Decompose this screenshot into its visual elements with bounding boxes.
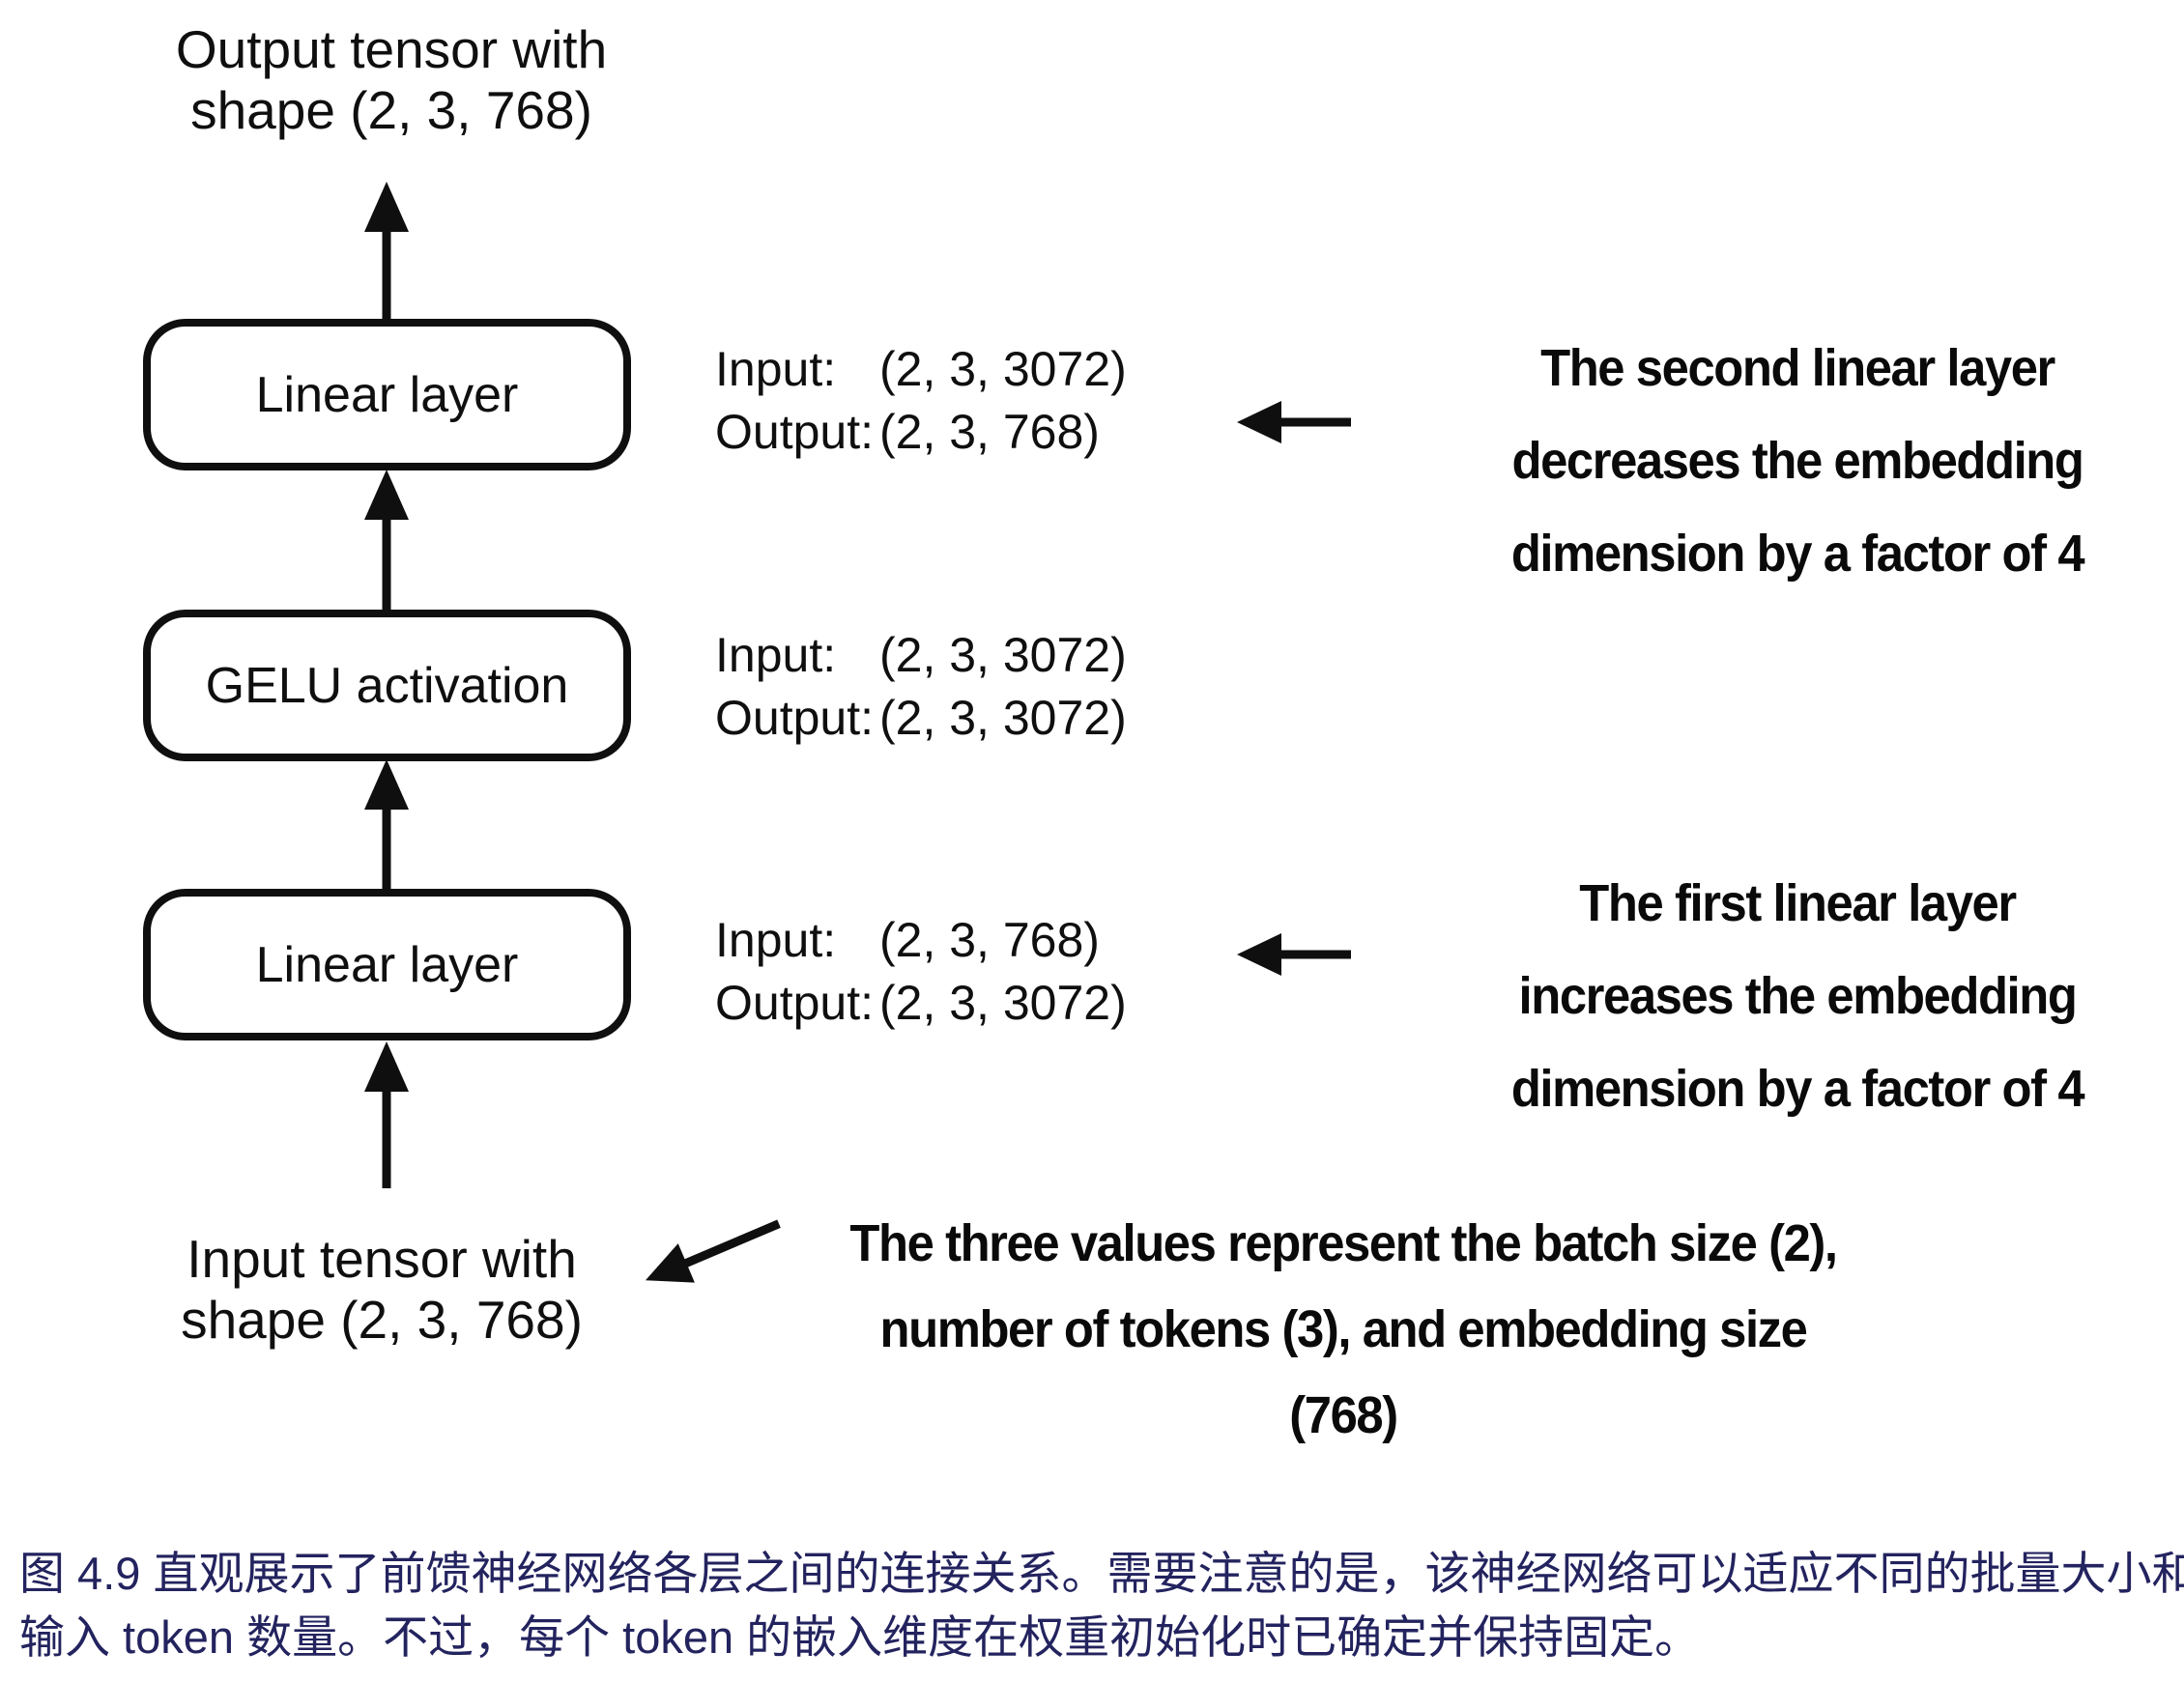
input-tensor-label-line2: shape (2, 3, 768) — [181, 1290, 583, 1350]
up-arrow-icon — [363, 470, 410, 610]
figure-caption-line2: 输入 token 数量。不过，每个 token 的嵌入维度在权重初始化时已确定并… — [19, 1611, 1701, 1663]
linear-layer-2-label: Linear layer — [255, 366, 519, 423]
figure-caption-line1: 图 4.9 直观展示了前馈神经网络各层之间的连接关系。需要注意的是，该神经网络可… — [19, 1548, 2184, 1599]
linear-layer-1-label: Linear layer — [255, 936, 519, 993]
annotation-line: The three values represent the batch siz… — [849, 1214, 1838, 1272]
io-input-label: Input: — [715, 628, 837, 682]
annotation-line: dimension by a factor of 4 — [1510, 1060, 2085, 1118]
annotation-line: decreases the embedding — [1511, 432, 2083, 490]
annotation-line: (768) — [1289, 1386, 1398, 1444]
left-arrow-icon — [1235, 399, 1353, 445]
annotation-line: The first linear layer — [1579, 874, 2017, 932]
left-arrow-icon — [1235, 931, 1353, 978]
up-arrow-icon — [363, 182, 410, 319]
io-row-input: Input: (2, 3, 3072) — [715, 338, 1127, 401]
io-output-value: (2, 3, 768) — [879, 405, 1100, 459]
gelu-activation-box: GELU activation — [143, 610, 631, 761]
annotation-tensor-shape-values: The three values represent the batch siz… — [839, 1201, 1847, 1459]
diagonal-left-arrow-icon — [638, 1219, 787, 1283]
io-output-value: (2, 3, 3072) — [879, 691, 1127, 745]
io-row-input: Input: (2, 3, 3072) — [715, 624, 1127, 687]
up-arrow-icon — [363, 759, 410, 889]
annotation-line: number of tokens (3), and embedding size — [879, 1300, 1808, 1358]
io-block-linear-2: Input: (2, 3, 3072) Output:(2, 3, 768) — [715, 338, 1127, 464]
input-tensor-label: Input tensor with shape (2, 3, 768) — [92, 1229, 672, 1351]
output-tensor-label: Output tensor with shape (2, 3, 768) — [101, 19, 681, 141]
figure-caption: 图 4.9 直观展示了前馈神经网络各层之间的连接关系。需要注意的是，该神经网络可… — [19, 1542, 2184, 1669]
io-input-value: (2, 3, 3072) — [879, 342, 1127, 396]
annotation-line: dimension by a factor of 4 — [1510, 525, 2085, 583]
input-tensor-label-line1: Input tensor with — [187, 1229, 577, 1289]
annotation-first-linear-layer: The first linear layer increases the emb… — [1434, 857, 2161, 1135]
io-input-value: (2, 3, 3072) — [879, 628, 1127, 682]
io-block-gelu: Input: (2, 3, 3072) Output:(2, 3, 3072) — [715, 624, 1127, 750]
up-arrow-icon — [363, 1041, 410, 1188]
annotation-line: increases the embedding — [1518, 967, 2078, 1025]
io-output-label: Output: — [715, 691, 874, 745]
io-input-label: Input: — [715, 913, 837, 967]
io-output-value: (2, 3, 3072) — [879, 976, 1127, 1030]
annotation-second-linear-layer: The second linear layer decreases the em… — [1434, 322, 2161, 600]
io-input-label: Input: — [715, 342, 837, 396]
gelu-activation-label: GELU activation — [205, 657, 569, 714]
annotation-line: The second linear layer — [1540, 339, 2055, 397]
io-block-linear-1: Input: (2, 3, 768) Output:(2, 3, 3072) — [715, 909, 1127, 1035]
io-row-output: Output:(2, 3, 3072) — [715, 687, 1127, 750]
io-input-value: (2, 3, 768) — [879, 913, 1100, 967]
linear-layer-1-box: Linear layer — [143, 889, 631, 1040]
io-output-label: Output: — [715, 976, 874, 1030]
io-row-input: Input: (2, 3, 768) — [715, 909, 1127, 972]
output-tensor-label-line2: shape (2, 3, 768) — [190, 80, 592, 140]
io-row-output: Output:(2, 3, 3072) — [715, 972, 1127, 1035]
linear-layer-2-box: Linear layer — [143, 319, 631, 470]
output-tensor-label-line1: Output tensor with — [175, 19, 608, 79]
io-row-output: Output:(2, 3, 768) — [715, 401, 1127, 464]
io-output-label: Output: — [715, 405, 874, 459]
